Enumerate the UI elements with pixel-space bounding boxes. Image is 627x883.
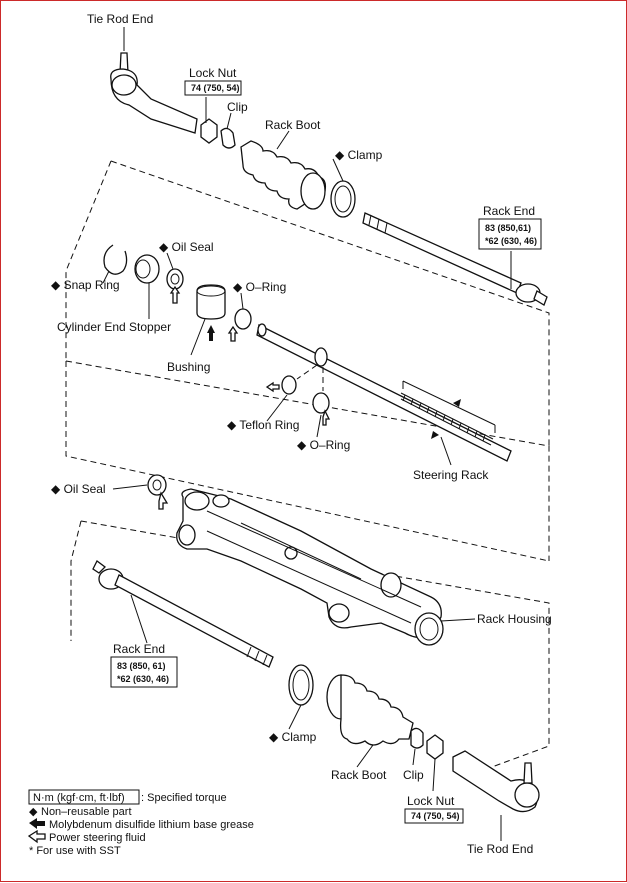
label-lock-nut-top: Lock Nut bbox=[189, 66, 237, 80]
bushing bbox=[196, 284, 226, 341]
label-rack-boot-bottom: Rack Boot bbox=[331, 768, 387, 782]
non-reusable-diamond-icon: ◆ bbox=[297, 438, 310, 452]
clamp-bottom bbox=[288, 664, 314, 706]
non-reusable-diamond-icon: ◆ bbox=[227, 418, 239, 432]
legend: N·m (kgf·cm, ft·lbf) : Specified torque … bbox=[27, 789, 254, 857]
non-reusable-diamond-icon: ◆ bbox=[335, 148, 348, 162]
non-reusable-diamond-icon: ◆ bbox=[159, 240, 172, 254]
snap-ring bbox=[103, 244, 128, 275]
label-teflon-ring: ◆ Teflon Ring bbox=[227, 418, 299, 432]
cylinder-end-stopper bbox=[134, 254, 160, 284]
torque-box-rack-end-bottom bbox=[110, 656, 178, 688]
clip-bottom bbox=[410, 727, 424, 749]
legend-torque-box bbox=[28, 789, 140, 805]
torque-rack-end-bottom-2: *62 (630, 46) bbox=[117, 674, 169, 684]
part-labels: Tie Rod End Lock Nut 74 (750, 54) Clip R… bbox=[51, 12, 552, 856]
teflon-ring bbox=[265, 375, 297, 395]
rack-boot-top bbox=[240, 140, 327, 210]
non-reusable-diamond-icon: ◆ bbox=[51, 278, 64, 292]
label-steering-rack: Steering Rack bbox=[413, 468, 489, 482]
clip-top bbox=[220, 127, 236, 149]
legend-diamond-icon: ◆ bbox=[29, 806, 38, 818]
leader-lines bbox=[102, 27, 512, 841]
rack-boot-bottom bbox=[326, 674, 414, 746]
label-clip-top: Clip bbox=[227, 100, 248, 114]
steering-rack bbox=[256, 323, 512, 462]
torque-rack-end-top-2: *62 (630, 46) bbox=[485, 236, 537, 246]
label-rack-boot-top: Rack Boot bbox=[265, 118, 321, 132]
non-reusable-diamond-icon: ◆ bbox=[269, 730, 282, 744]
label-snap-ring: ◆ Snap Ring bbox=[51, 278, 120, 292]
tie-rod-end-top bbox=[110, 52, 198, 134]
non-reusable-diamond-icon: ◆ bbox=[233, 280, 246, 294]
label-clip-bottom: Clip bbox=[403, 768, 424, 782]
legend-sst: * For use with SST bbox=[29, 845, 121, 857]
legend-fluid-arrow-icon bbox=[27, 829, 46, 844]
label-cylinder-end-stopper: Cylinder End Stopper bbox=[57, 320, 171, 334]
torque-lock-nut-top: 74 (750, 54) bbox=[191, 83, 240, 93]
torque-rack-end-top-1: 83 (850,61) bbox=[485, 223, 531, 233]
torque-rack-end-bottom-1: 83 (850, 61) bbox=[117, 661, 166, 671]
o-ring-mid bbox=[296, 364, 331, 426]
label-o-ring-top: ◆ O–Ring bbox=[233, 280, 286, 294]
clamp-top bbox=[330, 180, 356, 218]
label-tie-rod-end-top: Tie Rod End bbox=[87, 12, 153, 26]
label-rack-housing: Rack Housing bbox=[477, 612, 552, 626]
rack-end-top bbox=[362, 212, 548, 306]
torque-box-lock-nut-top bbox=[184, 80, 242, 96]
label-bushing: Bushing bbox=[167, 360, 210, 374]
rack-housing bbox=[176, 488, 444, 646]
torque-box-lock-nut-bottom bbox=[404, 808, 464, 824]
oil-seal-top bbox=[166, 268, 184, 304]
legend-torque-desc: : Specified torque bbox=[141, 792, 227, 804]
legend-torque-unit: N·m (kgf·cm, ft·lbf) bbox=[33, 792, 125, 804]
oil-seal-mid bbox=[147, 474, 169, 510]
dashed-guide-lines bbox=[65, 160, 550, 772]
label-clamp-bottom: ◆ Clamp bbox=[269, 730, 317, 744]
label-rack-end-top: Rack End bbox=[483, 204, 535, 218]
label-o-ring-mid: ◆ O–Ring bbox=[297, 438, 350, 452]
label-clamp-top: ◆ Clamp bbox=[335, 148, 383, 162]
legend-grease-arrow-icon bbox=[29, 818, 45, 829]
label-tie-rod-end-bottom: Tie Rod End bbox=[467, 842, 533, 856]
rack-end-bottom bbox=[92, 560, 274, 668]
label-lock-nut-bottom: Lock Nut bbox=[407, 794, 455, 808]
label-oil-seal-top: ◆ Oil Seal bbox=[159, 240, 214, 254]
tie-rod-end-bottom bbox=[452, 750, 540, 813]
lock-nut-bottom bbox=[426, 734, 444, 760]
legend-molybdenum: Molybdenum disulfide lithium base grease bbox=[49, 819, 254, 831]
label-oil-seal-mid: ◆ Oil Seal bbox=[51, 482, 106, 496]
o-ring-top bbox=[227, 308, 252, 342]
torque-lock-nut-bottom: 74 (750, 54) bbox=[411, 811, 460, 821]
legend-power-steering: Power steering fluid bbox=[49, 832, 146, 844]
legend-non-reusable: Non–reusable part bbox=[41, 806, 132, 818]
label-rack-end-bottom: Rack End bbox=[113, 642, 165, 656]
non-reusable-diamond-icon: ◆ bbox=[51, 482, 64, 496]
lock-nut-top bbox=[200, 118, 218, 144]
torque-box-rack-end-top bbox=[478, 218, 542, 250]
